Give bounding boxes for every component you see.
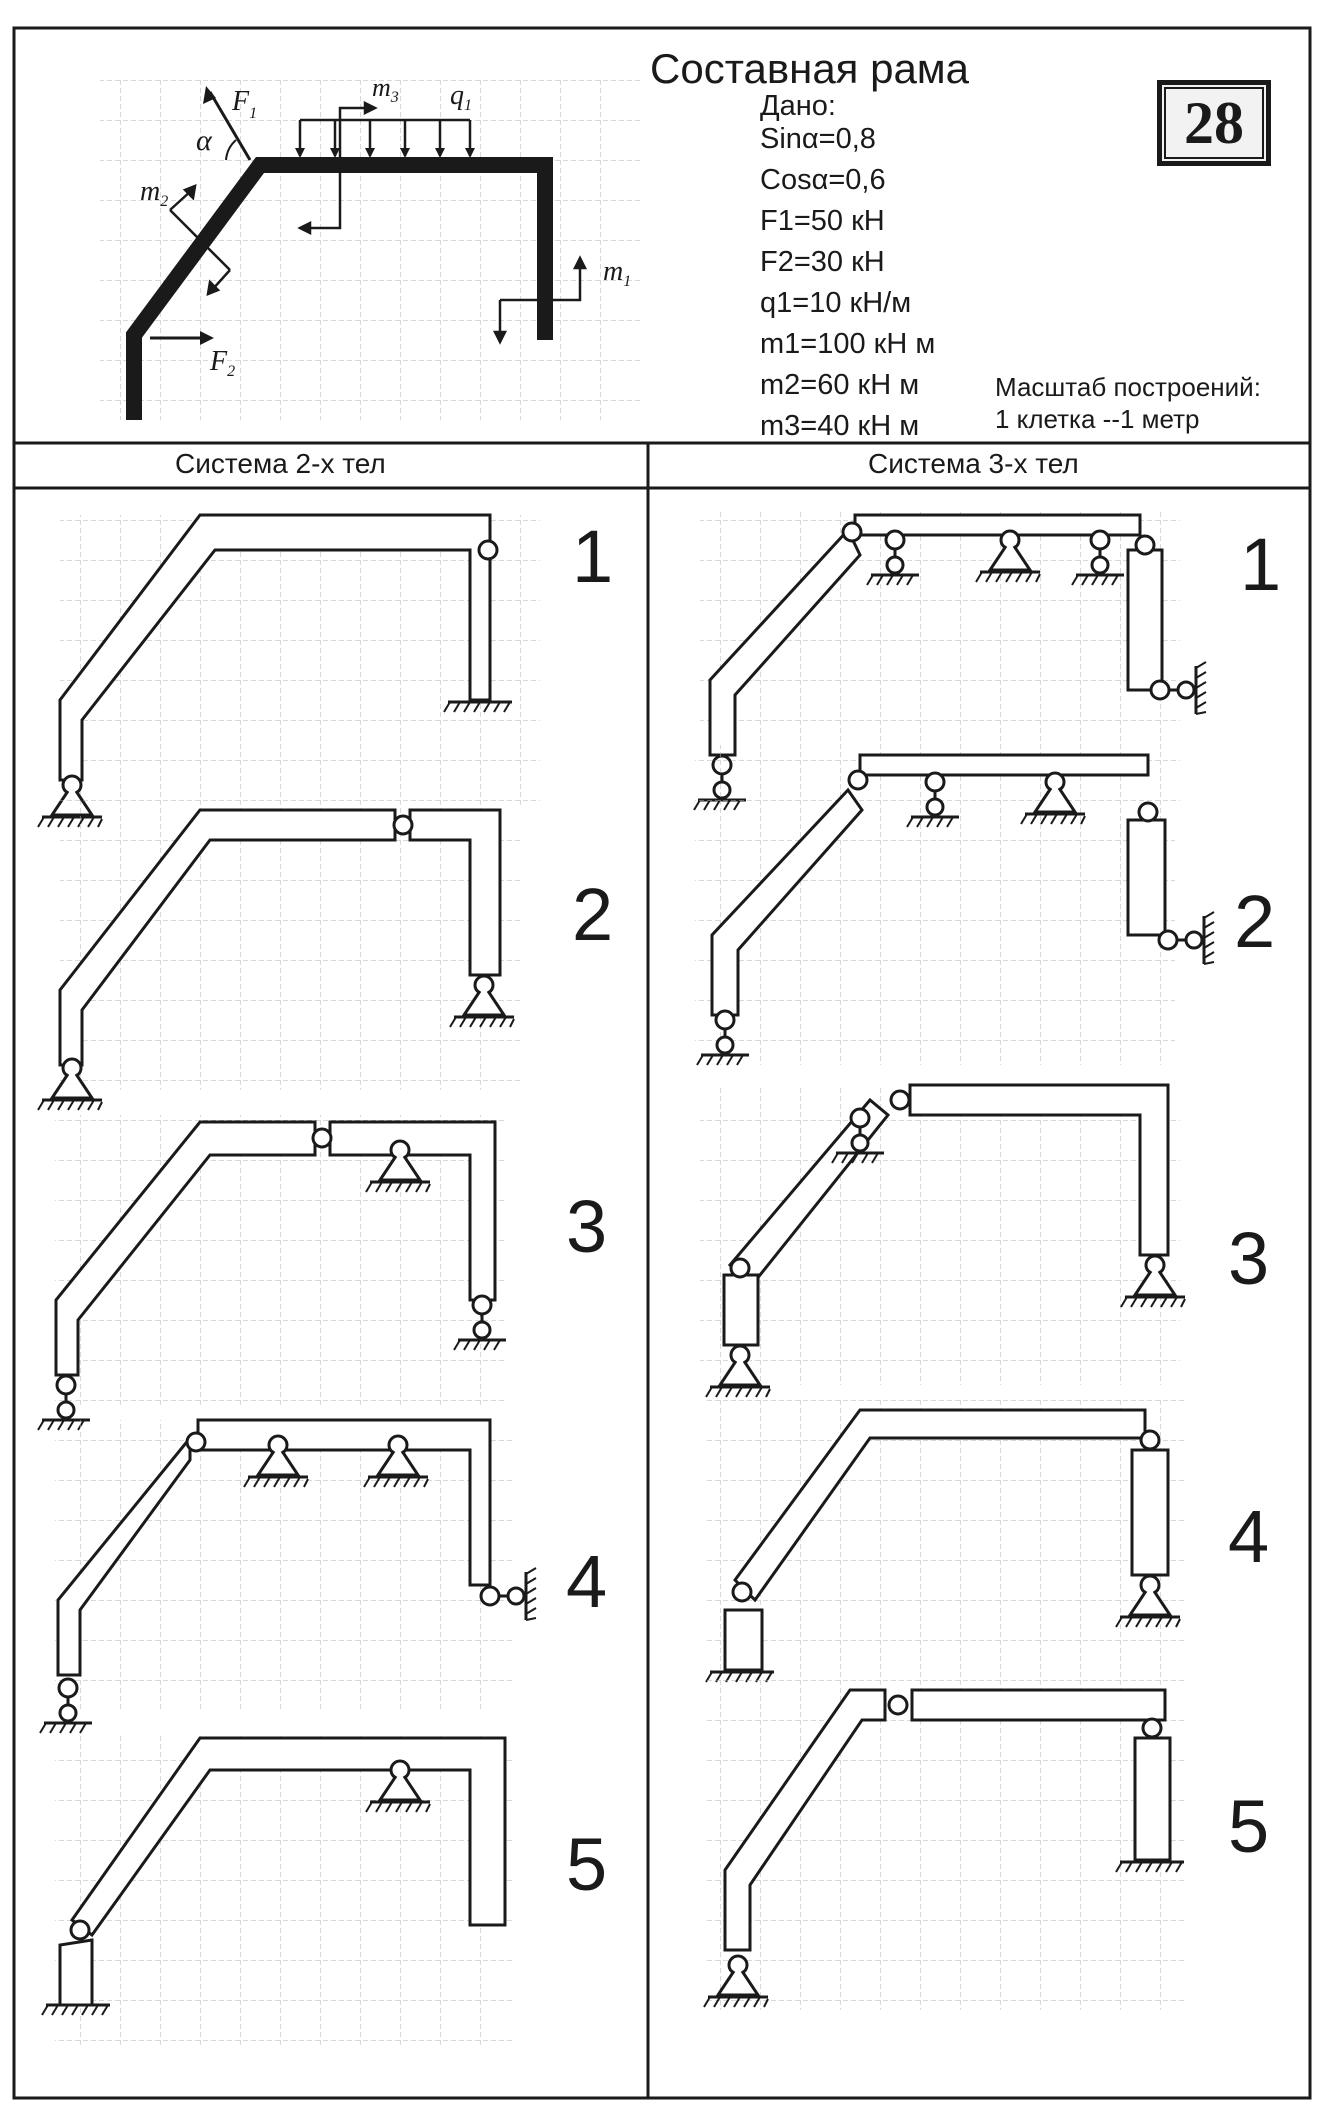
right-variant-number-3: 3 <box>1228 1217 1270 1300</box>
variant-number: 28 <box>1184 89 1244 156</box>
frame-outline-right <box>328 1120 497 1302</box>
hinge <box>847 769 869 791</box>
force-F1-arrow <box>203 86 252 161</box>
hinge <box>1137 801 1159 823</box>
hinge <box>1139 1429 1161 1451</box>
main-frame-body <box>126 157 553 420</box>
label-m2: m2 <box>140 176 168 210</box>
label-F2: F2 <box>209 346 235 380</box>
frame-outline <box>58 808 397 1067</box>
frame-post-left <box>723 1608 764 1672</box>
moment-m3 <box>297 100 378 236</box>
grid-bg <box>60 515 540 805</box>
grid-bg <box>55 1115 505 1405</box>
right-variant-3 <box>700 1083 1187 1399</box>
given-m1: m1=100 кН м <box>760 328 936 360</box>
hinge <box>185 1431 207 1453</box>
label-q1: q1 <box>450 80 472 114</box>
main-frame-diagram: F1 α m3 q1 m2 m1 F2 <box>100 73 640 420</box>
given-heading: Дано: <box>760 90 836 122</box>
grid-bg <box>705 1680 1185 2010</box>
scale-note-line2: 1 клетка --1 метр <box>995 404 1200 434</box>
frame-outline-a <box>723 1688 887 1952</box>
right-variant-number-5: 5 <box>1228 1785 1270 1868</box>
label-m3: m3 <box>372 73 399 106</box>
frame-post-right <box>1130 1448 1170 1577</box>
frame-outline-b <box>858 753 1150 777</box>
left-variant-number-1: 1 <box>572 515 614 598</box>
given-cos-alpha: Cosα=0,6 <box>760 164 886 196</box>
frame-outline-a <box>710 787 864 1017</box>
left-variant-3 <box>36 1115 508 1432</box>
frame-outline-b <box>908 1083 1170 1257</box>
frame-outline <box>58 513 492 782</box>
sheet-title: Составная рама <box>650 45 970 92</box>
hinge <box>1141 1717 1163 1739</box>
left-variant-2 <box>36 800 520 1112</box>
hinge <box>69 1919 91 1941</box>
given-q1: q1=10 кН/м <box>760 287 912 319</box>
label-m1: m1 <box>603 256 631 290</box>
alpha-arc <box>225 139 237 161</box>
given-sin-alpha: Sinα=0,8 <box>760 123 876 155</box>
frame-outline <box>56 1433 192 1677</box>
hinge <box>311 1127 333 1149</box>
hinge <box>887 1694 909 1716</box>
frame-post <box>1133 1736 1172 1862</box>
grid-bg <box>55 1735 515 2045</box>
left-variant-number-4: 4 <box>566 1540 608 1623</box>
left-variant-1 <box>36 513 540 829</box>
right-variant-number-4: 4 <box>1228 1495 1270 1578</box>
hinge <box>731 1581 753 1603</box>
left-column-header: Система 2-х тел <box>175 448 386 479</box>
frame-post <box>722 1273 760 1347</box>
right-variant-2 <box>695 745 1216 1067</box>
moment-m2 <box>169 184 231 296</box>
label-F1: F1 <box>231 86 257 122</box>
right-variant-number-2: 2 <box>1234 880 1276 963</box>
given-F1: F1=50 кН <box>760 205 885 237</box>
hinge <box>889 1089 911 1111</box>
hinge <box>841 521 863 543</box>
hinge <box>392 814 414 836</box>
variant-number-badge: 28 <box>1157 80 1271 166</box>
hinge <box>729 1257 751 1279</box>
scale-note-line1: Масштаб построений: <box>995 372 1261 402</box>
left-variant-number-5: 5 <box>566 1823 608 1906</box>
frame-outline <box>54 1120 317 1377</box>
left-variant-5 <box>40 1735 515 2045</box>
left-variant-4 <box>38 1418 538 1735</box>
hinge <box>1134 534 1156 556</box>
hinge <box>477 539 499 561</box>
left-variant-number-3: 3 <box>566 1185 608 1268</box>
label-alpha: α <box>196 124 213 157</box>
outer-frame <box>12 26 1312 2100</box>
frame-outline <box>69 1736 507 1938</box>
frame-outline-c <box>1126 548 1164 692</box>
grid-bg <box>60 800 520 1090</box>
frame-post <box>58 1938 94 2007</box>
moment-m1 <box>492 255 588 345</box>
given-m2: m2=60 кН м <box>760 369 920 401</box>
frame-outline-right <box>408 808 502 977</box>
given-F2: F2=30 кН <box>760 246 885 278</box>
right-column-header: Система 3-х тел <box>868 448 1079 479</box>
frame-outline-c <box>1126 818 1167 937</box>
right-variant-number-1: 1 <box>1240 523 1282 606</box>
left-variant-number-2: 2 <box>572 873 614 956</box>
force-F2-arrow <box>150 331 214 345</box>
given-m3: m3=40 кН м <box>760 410 920 442</box>
frame-outline-b <box>910 1688 1167 1722</box>
right-variant-5 <box>702 1680 1186 2010</box>
right-variant-4 <box>704 1400 1185 1684</box>
